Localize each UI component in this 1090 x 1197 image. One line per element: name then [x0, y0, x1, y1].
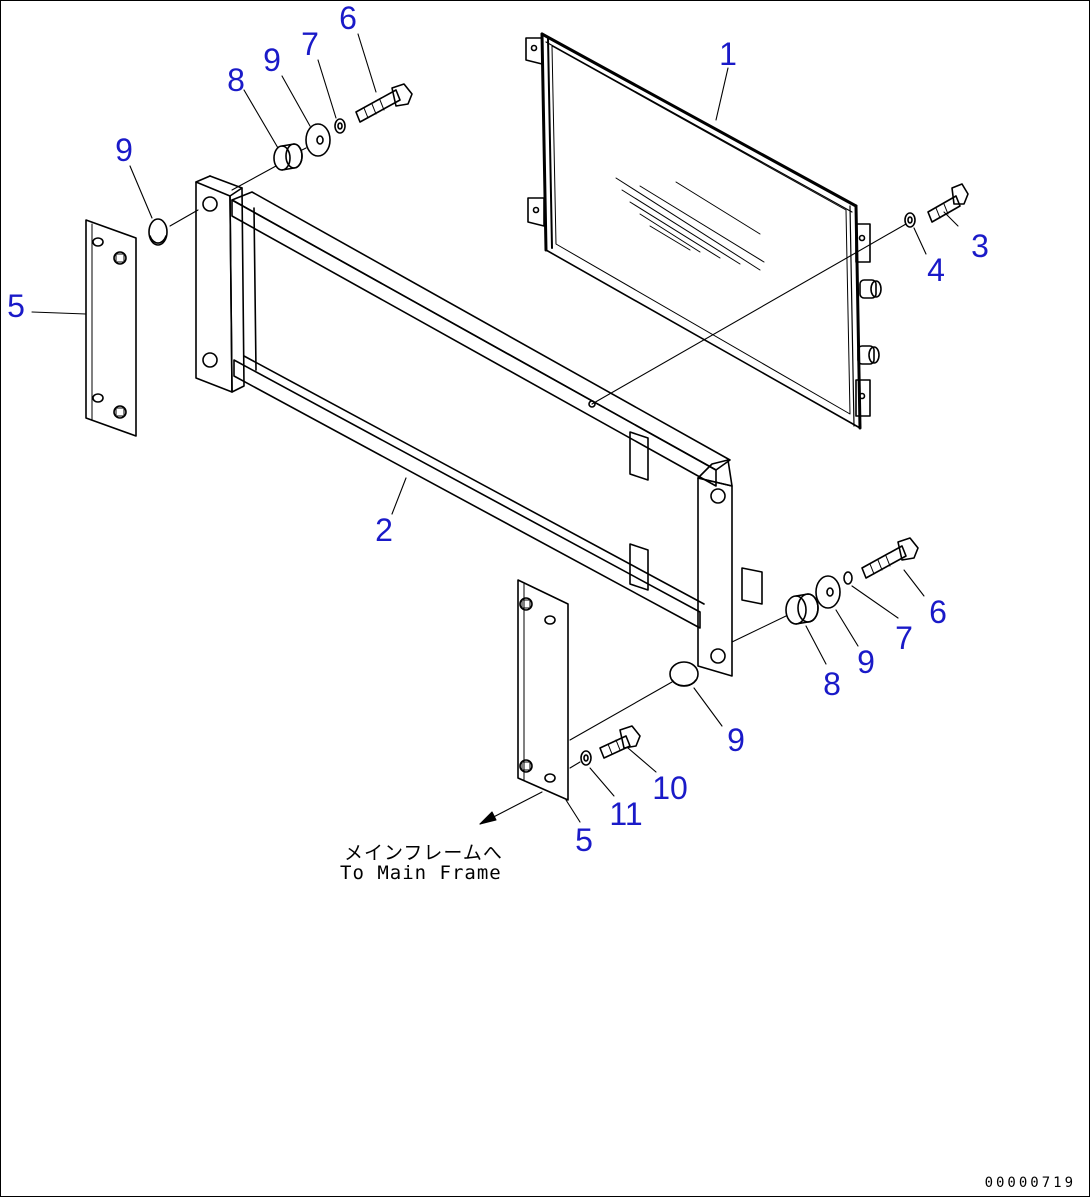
bolt-6-top — [355, 83, 413, 123]
callout-8-top: 8 — [227, 62, 245, 98]
callout-8-right: 8 — [823, 666, 841, 702]
bolt-6-right — [861, 537, 919, 579]
callout-6-right: 6 — [929, 594, 947, 630]
mounting-plate-right — [517, 579, 569, 801]
washer-9-top — [305, 123, 331, 157]
bolt-3 — [927, 183, 969, 223]
callout-9-top: 9 — [263, 42, 281, 78]
washer-11 — [580, 750, 592, 766]
radiator-core — [525, 32, 882, 430]
bolt-10 — [599, 725, 641, 759]
washer-9-lower — [669, 661, 699, 687]
note-english: To Main Frame — [340, 862, 502, 884]
callout-9-left: 9 — [115, 132, 133, 168]
callout-10: 10 — [652, 770, 688, 806]
callout-6-top: 6 — [339, 0, 357, 36]
callout-11: 11 — [609, 796, 643, 832]
washer-9-left — [148, 218, 168, 246]
washer-7-top — [334, 118, 346, 134]
cushion-8-right — [785, 593, 819, 625]
leader-lines — [31, 33, 959, 823]
callout-4: 4 — [927, 252, 945, 288]
washer-4 — [904, 212, 916, 228]
mounting-frame — [195, 175, 763, 677]
callout-9-lower: 9 — [727, 722, 745, 758]
callout-7-right: 7 — [895, 620, 913, 656]
cushion-8-top — [273, 143, 303, 171]
callout-3: 3 — [971, 228, 989, 264]
callout-9-right: 9 — [857, 644, 875, 680]
callout-7-top: 7 — [301, 26, 319, 62]
washer-7-right — [843, 571, 853, 585]
callout-5-left: 5 — [7, 288, 25, 324]
mounting-plate-left — [85, 219, 137, 437]
washer-9-right — [815, 575, 841, 609]
assembly-lines — [169, 147, 907, 825]
callout-1: 1 — [719, 36, 737, 72]
drawing-number: 00000719 — [984, 1175, 1076, 1191]
callout-2: 2 — [375, 512, 393, 548]
note-japanese: メインフレームへ — [344, 842, 503, 864]
callout-5-bottom: 5 — [575, 822, 593, 858]
